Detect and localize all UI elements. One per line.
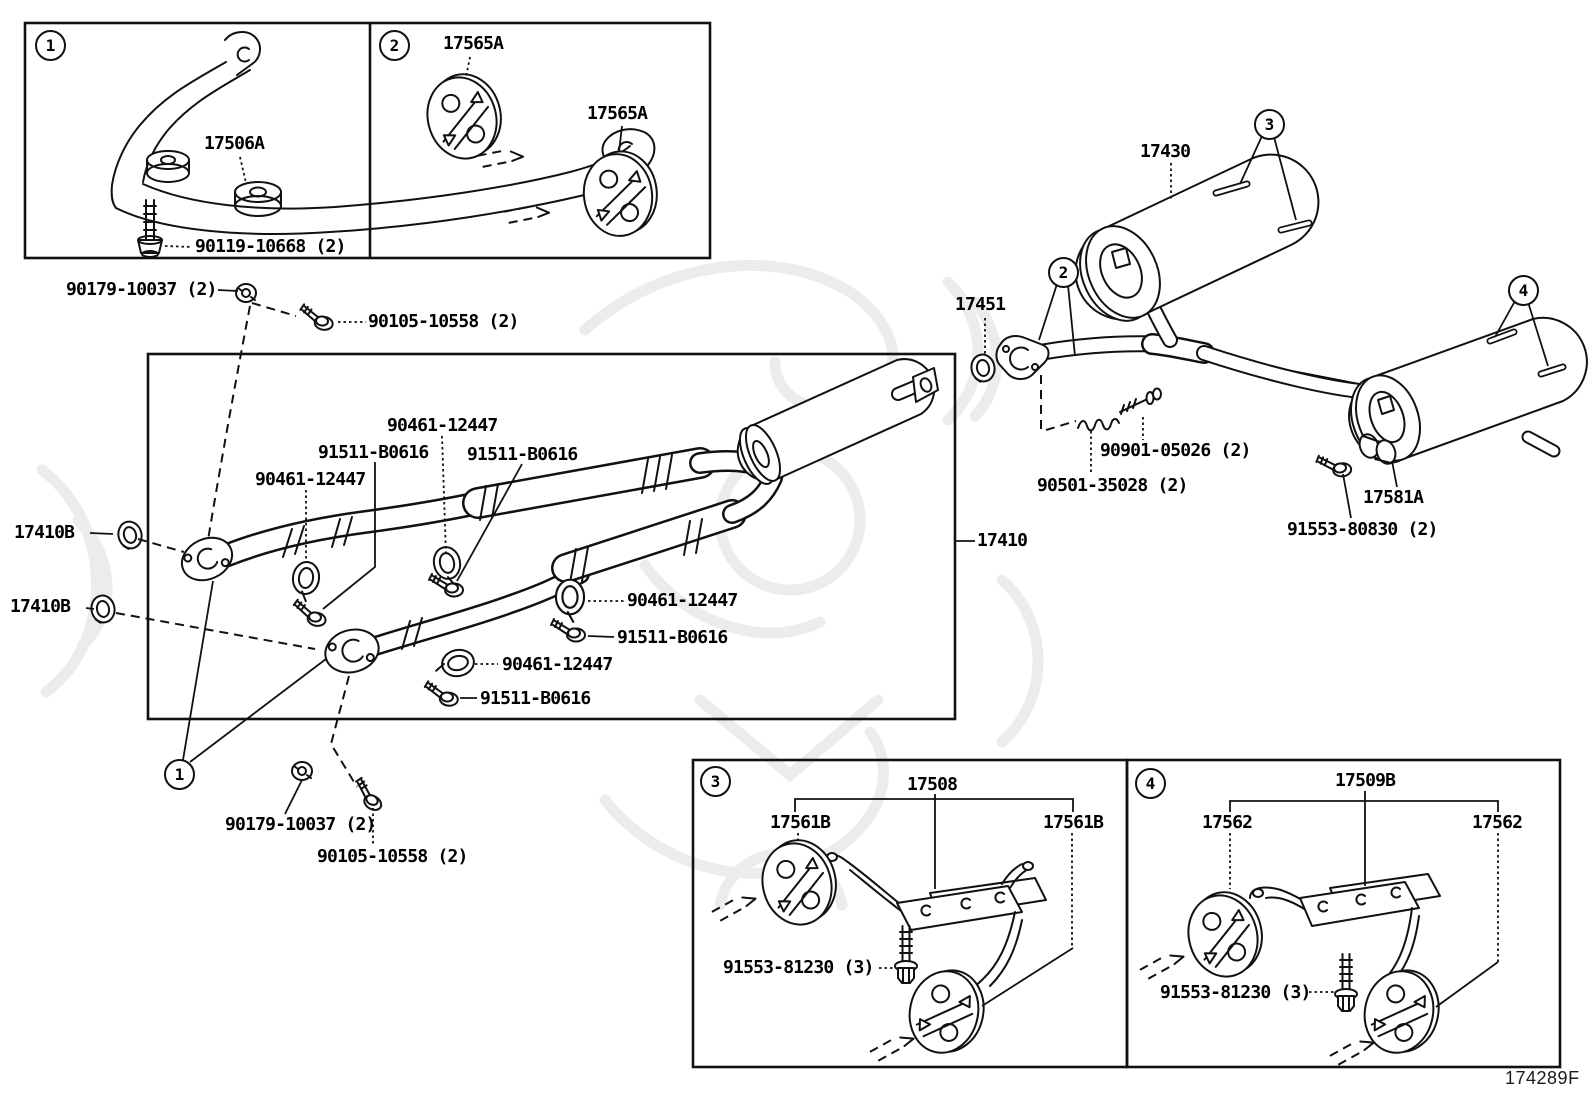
part-label-17562-l: 17562	[1202, 812, 1253, 833]
part-label-90461-12447-4: 90461-12447	[502, 654, 613, 675]
part-label-17410b-2: 17410B	[10, 596, 71, 617]
part-label-90461-12447-2: 90461-12447	[255, 469, 366, 490]
part-label-90461-12447-3: 90461-12447	[627, 590, 738, 611]
rear-muffler-drawing	[968, 153, 1588, 480]
part-label-17410b-1: 17410B	[14, 522, 75, 543]
part-label-17581a: 17581A	[1363, 487, 1424, 508]
callout-3-inset: 3	[700, 766, 731, 797]
front-pipe-drawing	[180, 358, 939, 708]
part-label-90901-05026: 90901-05026 (2)	[1100, 440, 1251, 461]
part-label-91553-80830: 91553-80830 (2)	[1287, 519, 1438, 540]
callout-1-inset: 1	[35, 30, 66, 61]
part-label-17561b-r: 17561B	[1043, 812, 1104, 833]
part-label-90179-10037-bottom: 90179-10037 (2)	[225, 814, 376, 835]
part-label-17565a-2: 17565A	[587, 103, 648, 124]
part-label-91511-b0616-2: 91511-B0616	[467, 444, 578, 465]
part-label-91511-b0616-4: 91511-B0616	[480, 688, 591, 709]
callout-3-rear: 3	[1254, 109, 1285, 140]
callout-2-inset: 2	[379, 30, 410, 61]
figure-code: 174289F	[1505, 1068, 1580, 1088]
callout-4-rear: 4	[1508, 275, 1539, 306]
part-label-90105-10558-bottom: 90105-10558 (2)	[317, 846, 468, 867]
part-label-17509b: 17509B	[1335, 770, 1396, 791]
inset-borders	[23, 21, 1562, 1069]
part-label-90501-35028: 90501-35028 (2)	[1037, 475, 1188, 496]
part-label-17430: 17430	[1140, 141, 1191, 162]
callout-1-main: 1	[164, 759, 195, 790]
part-label-90179-10037-top: 90179-10037 (2)	[66, 279, 217, 300]
part-label-91511-b0616-1: 91511-B0616	[318, 442, 429, 463]
leader-lines	[85, 56, 1549, 1008]
callout-4-inset: 4	[1135, 768, 1166, 799]
part-label-17565a-1: 17565A	[443, 33, 504, 54]
part-label-17506a: 17506A	[204, 133, 265, 154]
part-label-90461-12447-1: 90461-12447	[387, 415, 498, 436]
rear-bracket-rr-drawing	[709, 831, 1047, 1063]
front-bracket-drawing	[110, 31, 656, 258]
rear-bracket-rl-drawing	[1137, 873, 1448, 1067]
part-label-17508: 17508	[907, 774, 958, 795]
pipe-hanger-drawings	[417, 65, 664, 242]
part-label-91553-81230-rl: 91553-81230 (3)	[1160, 982, 1311, 1003]
part-label-90119-10668: 90119-10668 (2)	[195, 236, 346, 257]
part-label-90105-10558-top: 90105-10558 (2)	[368, 311, 519, 332]
part-label-17451: 17451	[955, 294, 1006, 315]
part-label-17410: 17410	[977, 530, 1028, 551]
part-label-17562-r: 17562	[1472, 812, 1523, 833]
part-label-91553-81230-rr: 91553-81230 (3)	[723, 957, 874, 978]
part-label-91511-b0616-3: 91511-B0616	[617, 627, 728, 648]
part-label-17561b-l: 17561B	[770, 812, 831, 833]
callout-2-rear: 2	[1048, 257, 1079, 288]
